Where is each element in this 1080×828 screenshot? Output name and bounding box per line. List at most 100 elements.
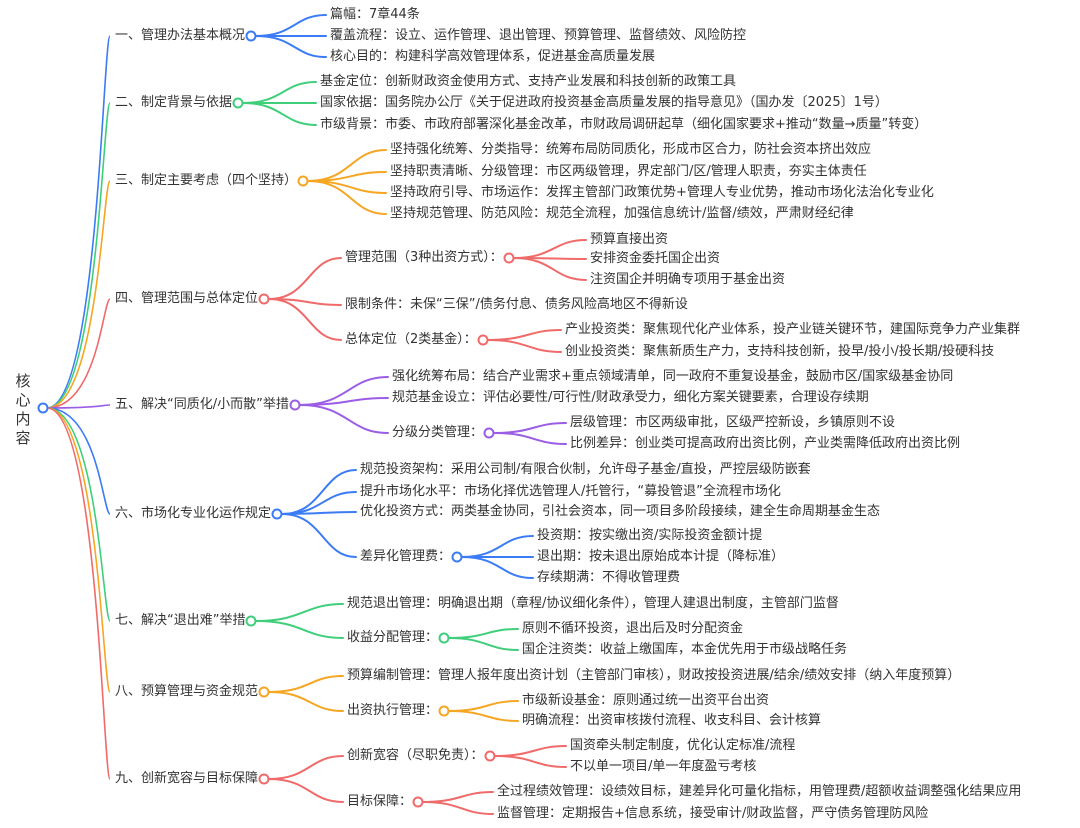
- branch-7[interactable]: 七、解决“退出难”举措: [115, 613, 246, 628]
- connector-line: [448, 637, 519, 651]
- topic-node[interactable]: 管理范围（3种出资方式）：: [345, 250, 503, 265]
- connector-line: [422, 791, 494, 803]
- subtopic-node[interactable]: 国企注资类：收益上缴国库，本金优先用于市级战略任务: [522, 642, 848, 657]
- connector-line: [46, 407, 111, 622]
- topic-node[interactable]: 提升市场化水平：市场化择优选管理人/托管行，“募投管退”全流程市场化: [360, 484, 781, 499]
- topic-node[interactable]: 限制条件：未保“三保”/债务付息、债务风险高地区不得新设: [345, 297, 688, 312]
- topic-node[interactable]: 收益分配管理：: [347, 630, 439, 645]
- topic-node[interactable]: 分级分类管理：: [392, 425, 484, 440]
- collapse-toggle-icon[interactable]: [289, 399, 301, 411]
- connector-line: [255, 620, 344, 639]
- connector-line: [461, 535, 534, 558]
- topic-node[interactable]: 目标保障：: [347, 794, 413, 809]
- subtopic-node[interactable]: 安排资金委托国企出资: [590, 251, 721, 266]
- connector-line: [268, 675, 344, 693]
- connector-line: [268, 755, 344, 780]
- branch-6[interactable]: 六、市场化专业化运作规定: [115, 506, 272, 521]
- subtopic-node[interactable]: 明确流程：出资审核拨付流程、收支科目、会计核算: [522, 713, 822, 728]
- root-node-label: 核心内容: [15, 372, 31, 447]
- topic-node[interactable]: 国家依据：国务院办公厅《关于促进政府投资基金高质量发展的指导意见》（国办发〔20…: [320, 95, 888, 110]
- connector-line: [493, 422, 567, 434]
- connector-line: [242, 102, 317, 126]
- topic-node[interactable]: 预算编制管理：管理人报年度出资计划（主管部门审核），财政按投资进展/结余/绩效安…: [347, 668, 961, 683]
- topic-node[interactable]: 强化统筹布局：结合产业需求+重点领域清单，同一政府不重复设基金，鼓励市区/国家级…: [392, 369, 954, 384]
- branch-9[interactable]: 九、创新宽容与目标保障: [115, 771, 259, 786]
- topic-node[interactable]: 基金定位：创新财政资金使用方式、支持产业发展和科技创新的政策工具: [320, 74, 737, 89]
- subtopic-node[interactable]: 投资期：按实缴出资/实际投资金额计提: [537, 528, 763, 543]
- topic-node[interactable]: 覆盖流程：设立、运作管理、退出管理、预算管理、监督绩效、风险防控: [330, 28, 747, 43]
- collapse-toggle-icon[interactable]: [484, 750, 496, 762]
- collapse-toggle-icon[interactable]: [271, 508, 283, 520]
- branch-3[interactable]: 三、制定主要考虑（四个坚持）: [115, 173, 298, 188]
- connector-line: [448, 710, 519, 722]
- topic-node[interactable]: 坚持强化统筹、分类指导：统筹布局防同质化，形成市区合力，防社会资本挤出效应: [390, 142, 872, 157]
- collapse-toggle-icon[interactable]: [477, 334, 489, 346]
- topic-node[interactable]: 核心目的：构建科学高效管理体系，促进基金高质量发展: [330, 49, 656, 64]
- connector-line: [513, 239, 587, 259]
- connector-line: [268, 298, 342, 341]
- connector-line: [307, 180, 387, 215]
- collapse-toggle-icon[interactable]: [232, 97, 244, 109]
- branch-1[interactable]: 一、管理办法基本概况: [115, 28, 246, 43]
- connector-line: [494, 755, 567, 768]
- topic-node[interactable]: 坚持规范管理、防范风险：规范全流程，加强信息统计/监督/绩效，严肃财经纪律: [390, 206, 854, 221]
- subtopic-node[interactable]: 注资国企并明确专项用于基金出资: [590, 272, 786, 287]
- topic-node[interactable]: 总体定位（2类基金）：: [345, 332, 477, 347]
- connector-line: [46, 407, 111, 693]
- collapse-toggle-icon[interactable]: [258, 773, 270, 785]
- collapse-toggle-icon[interactable]: [438, 705, 450, 717]
- subtopic-node[interactable]: 市级新设基金：原则通过统一出资平台出资: [522, 693, 770, 708]
- connector-line: [255, 35, 327, 58]
- topic-node[interactable]: 市级背景：市委、市政府部署深化基金改革，市财政局调研起草（细化国家要求+推动“数…: [320, 117, 928, 132]
- connector-line: [46, 102, 111, 409]
- connector-line: [448, 628, 519, 639]
- branch-5[interactable]: 五、解决“同质化/小而散”举措: [115, 397, 289, 412]
- connector-line: [494, 745, 567, 757]
- collapse-toggle-icon[interactable]: [438, 632, 450, 644]
- topic-node[interactable]: 差异化管理费：: [360, 549, 452, 564]
- branch-2[interactable]: 二、制定背景与依据: [115, 95, 233, 110]
- subtopic-node[interactable]: 不以单一项目/单一年度盈亏考核: [570, 759, 757, 774]
- topic-node[interactable]: 规范基金设立：评估必要性/可行性/财政承受力，细化方案关键要素，合理设存续期: [392, 390, 869, 405]
- collapse-toggle-icon[interactable]: [451, 551, 463, 563]
- subtopic-node[interactable]: 产业投资类：聚焦现代化产业体系，投产业链关键环节，建国际竞争力产业集群: [565, 322, 1021, 337]
- connector-line: [268, 778, 344, 803]
- subtopic-node[interactable]: 退出期：按未退出原始成本计提（降标准）: [537, 549, 785, 564]
- topic-node[interactable]: 规范退出管理：明确退出期（章程/协议细化条件），管理人建退出制度，主管部门监督: [347, 596, 839, 611]
- connector-line: [46, 404, 111, 409]
- subtopic-node[interactable]: 原则不循环投资，退出后及时分配资金: [522, 621, 744, 636]
- subtopic-node[interactable]: 存续期满：不得收管理费: [537, 570, 681, 585]
- topic-node[interactable]: 坚持职责清晰、分级管理：市区两级管理，界定部门/区/管理人职责，夯实主体责任: [390, 164, 867, 179]
- topic-node[interactable]: 创新宽容（尽职免责）：: [347, 748, 484, 763]
- collapse-toggle-icon[interactable]: [297, 175, 309, 187]
- collapse-toggle-icon[interactable]: [503, 252, 515, 264]
- collapse-toggle-icon[interactable]: [258, 293, 270, 305]
- collapse-toggle-icon[interactable]: [245, 615, 257, 627]
- connector-line: [493, 432, 567, 445]
- subtopic-node[interactable]: 层级管理：市区两级审批，区级严控新设，乡镇原则不设: [570, 415, 896, 430]
- connector-line: [46, 407, 111, 780]
- subtopic-node[interactable]: 全过程绩效管理：设绩效目标，建差异化可量化指标，用管理费/超额收益调整强化结果应…: [497, 784, 1022, 799]
- subtopic-node[interactable]: 比例差异：创业类可提高政府出资比例，产业类需降低政府出资比例: [570, 436, 961, 451]
- connector-line: [487, 329, 562, 341]
- connector-line: [299, 397, 389, 406]
- root-toggle-icon[interactable]: [37, 402, 49, 414]
- subtopic-node[interactable]: 国资牵头制定制度，优化认定标准/流程: [570, 738, 796, 753]
- subtopic-node[interactable]: 预算直接出资: [590, 232, 669, 247]
- connector-line: [46, 180, 111, 409]
- collapse-toggle-icon[interactable]: [483, 427, 495, 439]
- subtopic-node[interactable]: 监督管理：定期报告+信息系统，接受审计/财政监督，严守债务管理防风险: [497, 806, 929, 821]
- topic-node[interactable]: 坚持政府引导、市场运作：发挥主管部门政策优势+管理人专业优势，推动市场化法治化专…: [390, 185, 934, 200]
- subtopic-node[interactable]: 创业投资类：聚焦新质生产力，支持科技创新，投早/投小/投长期/投硬科技: [565, 344, 995, 359]
- topic-node[interactable]: 优化投资方式：两类基金协同，引社会资本，同一项目多阶段接续，建全生命周期基金生态: [360, 504, 881, 519]
- branch-8[interactable]: 八、预算管理与资金规范: [115, 684, 259, 699]
- connector-line: [299, 404, 389, 434]
- topic-node[interactable]: 出资执行管理：: [347, 703, 439, 718]
- collapse-toggle-icon[interactable]: [245, 30, 257, 42]
- topic-node[interactable]: 篇幅：7章44条: [330, 7, 420, 22]
- collapse-toggle-icon[interactable]: [412, 796, 424, 808]
- connector-line: [448, 700, 519, 712]
- topic-node[interactable]: 规范投资架构：采用公司制/有限合伙制，允许母子基金/直投，严控层级防嵌套: [360, 462, 811, 477]
- collapse-toggle-icon[interactable]: [258, 686, 270, 698]
- branch-4[interactable]: 四、管理范围与总体定位: [115, 291, 259, 306]
